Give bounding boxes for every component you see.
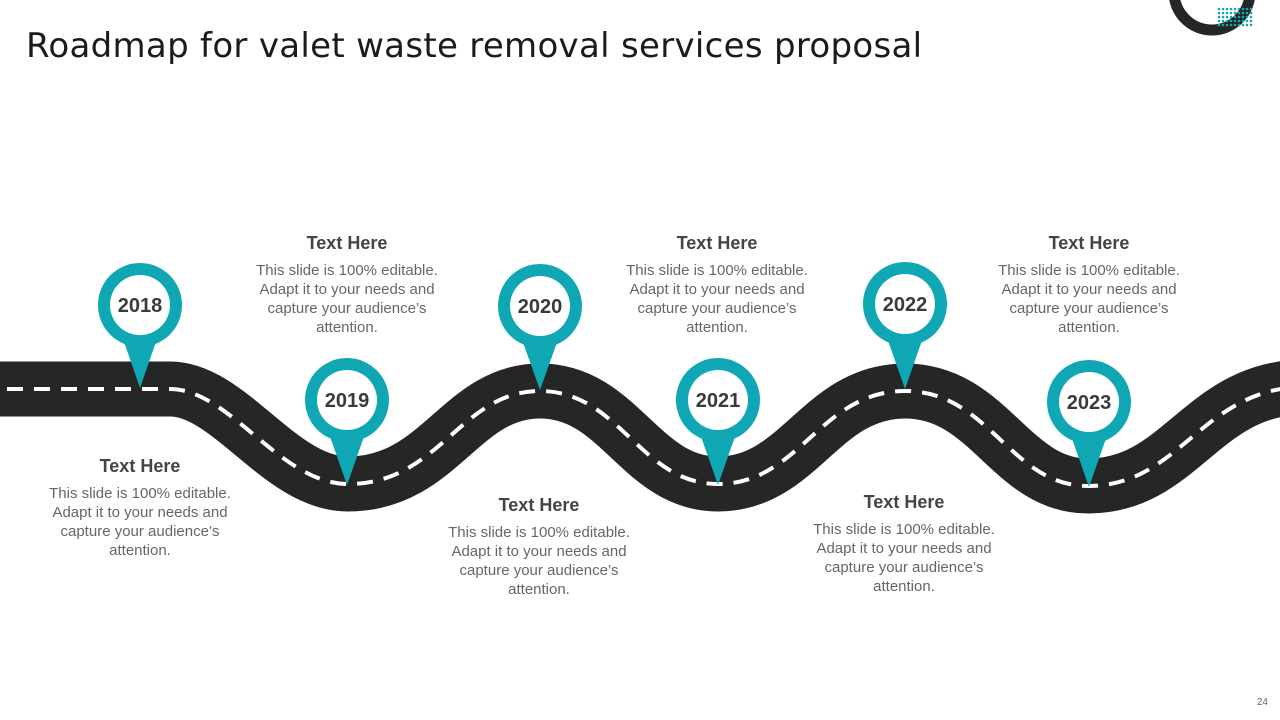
page-number: 24 [1256,697,1268,708]
map-pin-icon [520,334,560,390]
milestone-description: This slide is 100% editable. Adapt it to… [256,262,438,336]
milestone-heading: Text Here [1048,233,1130,253]
milestone-description: This slide is 100% editable. Adapt it to… [998,262,1180,336]
milestone-pin-2022: 2022 [863,262,947,389]
map-pin-icon [885,332,925,389]
milestone-description: This slide is 100% editable. Adapt it to… [626,262,808,336]
slide-title: Roadmap for valet waste removal services… [26,26,923,66]
milestone-text-2021: Text Here This slide is 100% editable. A… [622,233,812,337]
map-pin-icon [1069,430,1109,487]
milestone-pin-2021: 2021 [676,358,760,485]
milestone-description: This slide is 100% editable. Adapt it to… [813,521,995,595]
milestone-text-2022: Text Here This slide is 100% editable. A… [809,492,999,596]
pin-year-2020: 2020 [518,296,563,318]
milestone-pin-2020: 2020 [498,264,582,390]
milestone-pin-2023: 2023 [1047,360,1131,487]
milestone-text-2019: Text Here This slide is 100% editable. A… [252,233,442,337]
milestone-heading: Text Here [498,495,580,515]
milestone-text-2018: Text Here This slide is 100% editable. A… [45,456,235,560]
milestone-text-2023: Text Here This slide is 100% editable. A… [994,233,1184,337]
pin-year-2019: 2019 [325,390,370,412]
map-pin-icon [698,428,738,485]
corner-ring-decoration [1169,0,1255,36]
milestone-heading: Text Here [676,233,758,253]
pin-year-2022: 2022 [883,294,928,316]
milestone-heading: Text Here [99,456,181,476]
dot-grid-decoration [1217,7,1253,27]
map-pin-icon [121,333,159,388]
milestone-description: This slide is 100% editable. Adapt it to… [49,485,231,559]
milestone-pin-2018: 2018 [98,263,182,388]
pin-year-2023: 2023 [1067,392,1112,414]
milestone-pin-2019: 2019 [305,358,389,485]
pin-year-2021: 2021 [696,390,741,412]
milestone-heading: Text Here [863,492,945,512]
milestone-description: This slide is 100% editable. Adapt it to… [448,524,630,598]
milestone-text-2020: Text Here This slide is 100% editable. A… [444,495,634,599]
pin-year-2018: 2018 [118,295,163,317]
milestone-heading: Text Here [306,233,388,253]
map-pin-icon [327,428,367,485]
